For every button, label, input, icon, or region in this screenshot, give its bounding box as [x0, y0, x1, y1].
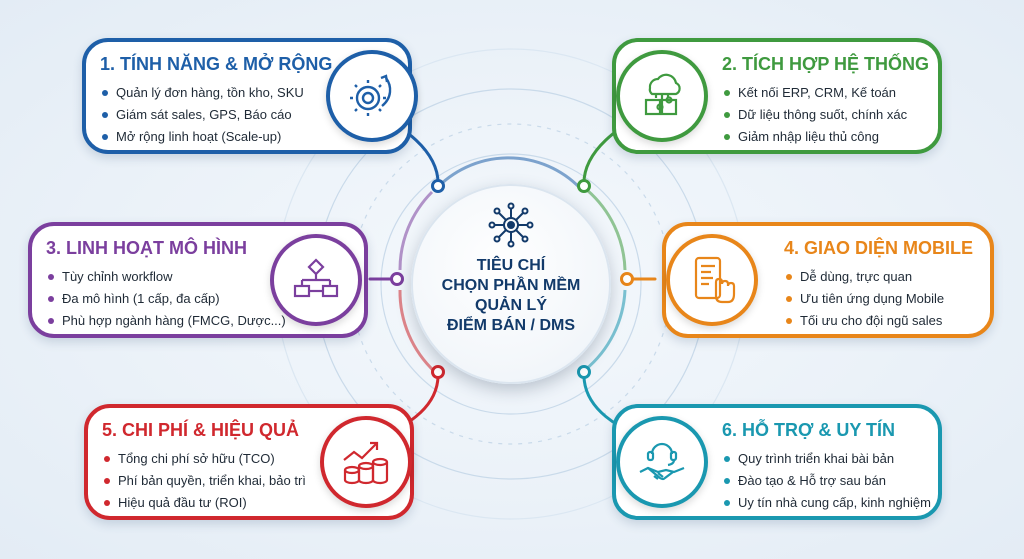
card-list: Tổng chi phí sở hữu (TCO) Phí bản quyền,… [104, 448, 306, 514]
list-item: Hiệu quả đầu tư (ROI) [104, 492, 306, 514]
center-title-line: CHỌN PHẦN MỀM [441, 277, 581, 294]
card-system-integration: 2. TÍCH HỢP HỆ THỐNG Kết nối ERP, CRM, K… [612, 38, 942, 154]
list-item: Ưu tiên ứng dụng Mobile [786, 288, 944, 310]
card-title: 2. TÍCH HỢP HỆ THỐNG [722, 54, 930, 74]
center-title-line: TIÊU CHÍ [476, 257, 546, 274]
card-list: Kết nối ERP, CRM, Kế toán Dữ liệu thông … [724, 82, 907, 148]
list-item: Tối ưu cho đội ngũ sales [786, 310, 944, 332]
card-features-scaling: 1. TÍNH NĂNG & MỞ RỘNG Quản lý đơn hàng,… [82, 38, 418, 154]
center-hub: TIÊU CHÍ CHỌN PHẦN MỀM QUẢN LÝ ĐIỂM BÁN … [411, 184, 611, 384]
list-item: Đào tạo & Hỗ trợ sau bán [724, 470, 931, 492]
card-list: Tùy chỉnh workflow Đa mô hình (1 cấp, đa… [48, 266, 286, 332]
connector-dot-1 [431, 179, 445, 193]
list-item: Giám sát sales, GPS, Báo cáo [102, 104, 304, 126]
coins-growth-icon [320, 416, 412, 508]
card-title: 1. TÍNH NĂNG & MỞ RỘNG [100, 54, 333, 74]
connector-dot-2 [577, 179, 591, 193]
center-title: TIÊU CHÍ CHỌN PHẦN MỀM QUẢN LÝ ĐIỂM BÁN … [421, 256, 601, 336]
mobile-touch-icon [666, 234, 758, 326]
list-item: Kết nối ERP, CRM, Kế toán [724, 82, 907, 104]
card-title: 5. CHI PHÍ & HIỆU QUẢ [102, 420, 300, 440]
list-item: Dễ dùng, trực quan [786, 266, 944, 288]
list-item: Tổng chi phí sở hữu (TCO) [104, 448, 306, 470]
card-support-reputation: 6. HỖ TRỢ & UY TÍN Quy trình triển khai … [612, 404, 942, 520]
list-item: Dữ liệu thông suốt, chính xác [724, 104, 907, 126]
card-list: Quản lý đơn hàng, tồn kho, SKU Giám sát … [102, 82, 304, 148]
list-item: Phí bản quyền, triển khai, bảo trì [104, 470, 306, 492]
card-model-flexibility: 3. LINH HOẠT MÔ HÌNH Tùy chỉnh workflow … [28, 222, 368, 338]
connector-dot-6 [577, 365, 591, 379]
list-item: Phù hợp ngành hàng (FMCG, Dược...) [48, 310, 286, 332]
card-cost-efficiency: 5. CHI PHÍ & HIỆU QUẢ Tổng chi phí sở hữ… [84, 404, 414, 520]
card-list: Quy trình triển khai bài bản Đào tạo & H… [724, 448, 931, 514]
list-item: Tùy chỉnh workflow [48, 266, 286, 288]
list-item: Quản lý đơn hàng, tồn kho, SKU [102, 82, 304, 104]
list-item: Mở rộng linh hoạt (Scale-up) [102, 126, 304, 148]
list-item: Giảm nhập liệu thủ công [724, 126, 907, 148]
center-title-line: ĐIỂM BÁN / DMS [447, 317, 575, 334]
list-item: Uy tín nhà cung cấp, kinh nghiệm [724, 492, 931, 514]
connector-dot-3 [390, 272, 404, 286]
card-list: Dễ dùng, trực quan Ưu tiên ứng dụng Mobi… [786, 266, 944, 332]
list-item: Quy trình triển khai bài bản [724, 448, 931, 470]
card-mobile-interface: 4. GIAO DIỆN MOBILE Dễ dùng, trực quan Ư… [662, 222, 994, 338]
card-title: 6. HỖ TRỢ & UY TÍN [722, 420, 896, 440]
card-title: 4. GIAO DIỆN MOBILE [784, 238, 974, 258]
list-item: Đa mô hình (1 cấp, đa cấp) [48, 288, 286, 310]
cloud-puzzle-icon [616, 50, 708, 142]
card-title: 3. LINH HOẠT MÔ HÌNH [46, 238, 247, 258]
network-hub-icon [488, 202, 534, 248]
connector-dot-5 [431, 365, 445, 379]
headset-handshake-icon [616, 416, 708, 508]
gear-growth-icon [326, 50, 418, 142]
center-title-line: QUẢN LÝ [475, 297, 547, 314]
workflow-icon [270, 234, 362, 326]
connector-dot-4 [620, 272, 634, 286]
